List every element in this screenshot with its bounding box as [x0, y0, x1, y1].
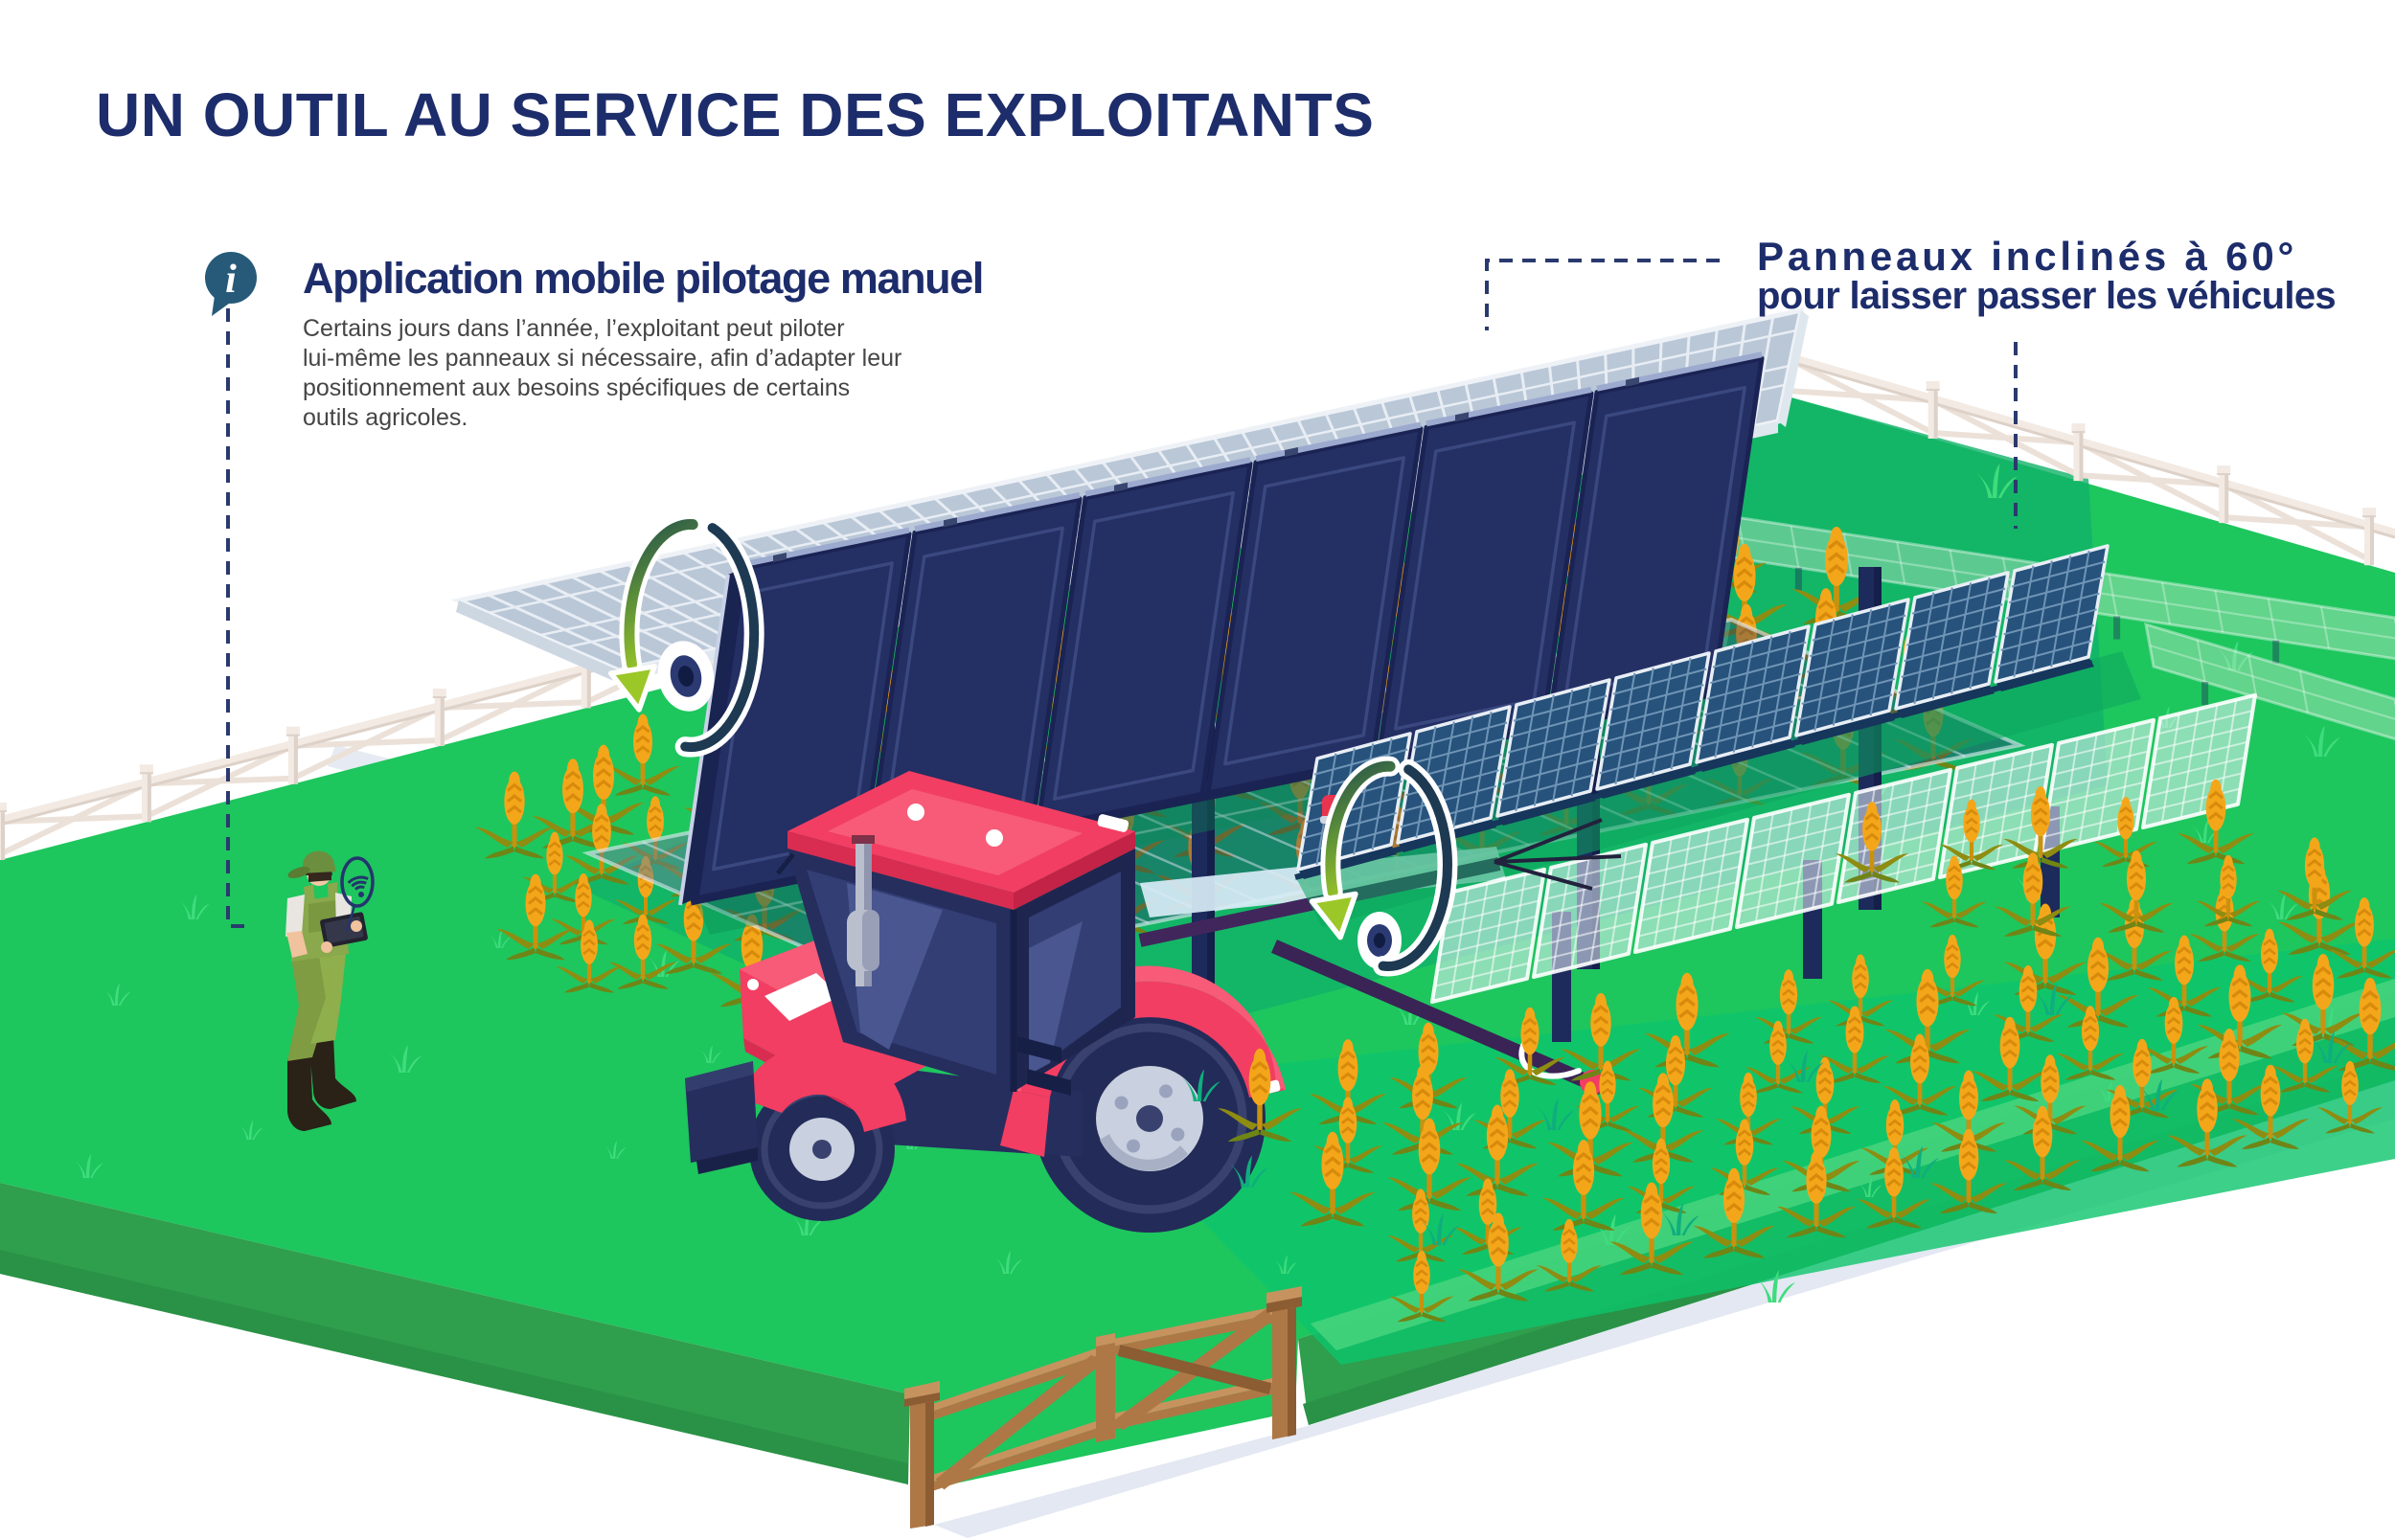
svg-text:i: i	[225, 258, 237, 302]
svg-text:Panneaux inclinés à 60°: Panneaux inclinés à 60°	[1757, 234, 2297, 279]
svg-text:Certains jours dans l’année, l: Certains jours dans l’année, l’exploitan…	[303, 315, 845, 342]
svg-text:Application mobile pilotage ma: Application mobile pilotage manuel	[303, 254, 983, 303]
svg-text:UN OUTIL AU SERVICE DES EXPLOI: UN OUTIL AU SERVICE DES EXPLOITANTS	[96, 80, 1374, 149]
svg-text:positionnement aux besoins spé: positionnement aux besoins spécifiques d…	[303, 374, 850, 401]
svg-text:lui-même les panneaux si néces: lui-même les panneaux si nécessaire, afi…	[303, 345, 901, 372]
svg-text:outils agricoles.: outils agricoles.	[303, 404, 468, 431]
svg-text:pour laisser passer les véhicu: pour laisser passer les véhicules	[1757, 275, 2336, 317]
